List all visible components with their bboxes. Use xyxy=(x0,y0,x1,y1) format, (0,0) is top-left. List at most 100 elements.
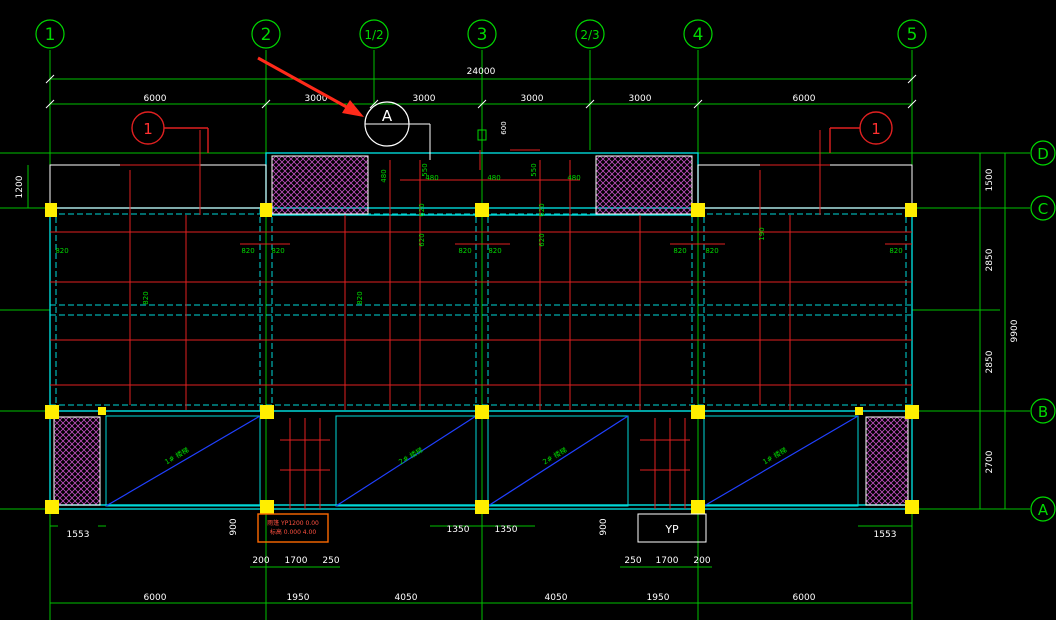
bubble-col-1-2 xyxy=(359,19,389,49)
beam-label-1: 820 xyxy=(241,247,254,255)
right-dimension-lines xyxy=(979,153,1006,509)
dim-bottom-1350-a: 1350 xyxy=(447,525,470,535)
shaft-bottom-right xyxy=(865,416,909,506)
stair-label-1: 1# 楼梯 xyxy=(163,445,190,466)
dim-side-900-right: 900 xyxy=(599,518,609,535)
column-bubbles xyxy=(35,19,1056,522)
beam-label-7: 820 xyxy=(889,247,902,255)
label-col-1-2: 1/2 xyxy=(364,28,383,42)
bubble-col-1 xyxy=(35,19,65,49)
beam-label-18: 620 xyxy=(418,233,426,246)
dim-side-900-left: 900 xyxy=(229,518,239,535)
dim-right-3: 2700 xyxy=(985,450,995,473)
dim-right-1: 2850 xyxy=(985,248,995,271)
beam-label-15: 480 xyxy=(567,174,580,182)
dim-bottom-200-b: 200 xyxy=(693,556,710,566)
beam-label-11: 480 xyxy=(487,174,500,182)
dim-top-1: 3000 xyxy=(305,94,328,104)
beam-label-12: 550 xyxy=(421,163,429,176)
dim-bottom-250-b: 250 xyxy=(624,556,641,566)
dim-bottom-6000-left: 6000 xyxy=(144,593,167,603)
dim-bottom-6000-right: 6000 xyxy=(793,593,816,603)
dim-overall-top: 24000 xyxy=(467,67,496,77)
label-row-A: A xyxy=(1038,501,1049,519)
dim-top-2: 3000 xyxy=(413,94,436,104)
dim-bottom-250-a: 250 xyxy=(322,556,339,566)
bubble-col-2-3 xyxy=(575,19,605,49)
detail-mark-label: A xyxy=(382,107,393,125)
yp-label: YP xyxy=(664,523,679,536)
dim-bottom-1553-right: 1553 xyxy=(874,530,897,540)
dim-bottom-1350-b: 1350 xyxy=(495,525,518,535)
beam-label-2: 820 xyxy=(271,247,284,255)
beam-labels: 820 820 820 820 820 820 820 820 820 820 … xyxy=(55,163,902,304)
beam-label-20: 190 xyxy=(758,227,766,240)
beam-label-6: 820 xyxy=(705,247,718,255)
section-mark-label-right: 1 xyxy=(871,120,881,138)
dim-left: 1200 xyxy=(15,175,25,198)
dim-bottom-4050-right: 4050 xyxy=(545,593,568,603)
beam-label-14: 480 xyxy=(380,169,388,182)
bubble-row-D xyxy=(1030,140,1056,166)
dim-bottom-1553-left: 1553 xyxy=(67,530,90,540)
dim-right-0: 1500 xyxy=(985,168,995,191)
bubble-col-4 xyxy=(683,19,713,49)
dim-overall-right: 9900 xyxy=(1010,319,1020,342)
bubble-row-C xyxy=(1030,195,1056,221)
boxed-note-line1: 雨篷 YP1200 0.00 xyxy=(267,519,319,527)
section-mark-label-left: 1 xyxy=(143,120,153,138)
boxed-note-line2: 标高 0.000 4.00 xyxy=(270,528,317,536)
yp-box xyxy=(637,513,707,543)
dim-top-0: 6000 xyxy=(144,94,167,104)
beam-label-16: 620 xyxy=(418,203,426,216)
label-col-4: 4 xyxy=(693,25,704,45)
balcony-outlines xyxy=(49,164,913,209)
stair-outlines xyxy=(105,415,859,507)
stair-label-2: 2# 楼梯 xyxy=(397,445,424,466)
beam-label-17: 620 xyxy=(538,203,546,216)
label-row-D: D xyxy=(1037,145,1049,163)
reinforcement-lines xyxy=(50,130,912,509)
top-dimension-ticks xyxy=(45,74,917,109)
label-row-C: C xyxy=(1038,200,1048,218)
shaft-bottom-left xyxy=(53,416,101,506)
dim-top-5: 6000 xyxy=(793,94,816,104)
structural-columns xyxy=(45,203,919,514)
hatched-shafts xyxy=(53,155,909,506)
stair-label-1b: 1# 楼梯 xyxy=(761,445,788,466)
dim-right-2: 2850 xyxy=(985,350,995,373)
dim-bottom-1950-right: 1950 xyxy=(647,593,670,603)
beam-label-3: 820 xyxy=(458,247,471,255)
beam-label-4: 820 xyxy=(488,247,501,255)
stair-diagonals xyxy=(105,415,859,507)
boxed-note-box xyxy=(257,513,329,543)
beam-label-10: 480 xyxy=(425,174,438,182)
red-arrow-annotation xyxy=(257,56,364,117)
bubble-row-B xyxy=(1030,398,1056,424)
shaft-top-right xyxy=(595,155,693,215)
dim-bottom-1700-b: 1700 xyxy=(656,556,679,566)
label-col-1: 1 xyxy=(45,25,56,45)
label-row-B: B xyxy=(1038,403,1048,421)
bubble-row-A xyxy=(1030,496,1056,522)
label-col-2: 2 xyxy=(261,25,272,45)
beam-label-5: 820 xyxy=(673,247,686,255)
column-bubble-labels: 1 2 1/2 3 2/3 4 5 D C B A xyxy=(45,25,1049,519)
label-col-2-3: 2/3 xyxy=(580,28,599,42)
beam-label-13: 550 xyxy=(530,163,538,176)
section-marks xyxy=(131,111,893,153)
bottom-dim-row1-boxes xyxy=(58,518,98,538)
dim-bottom-1700-a: 1700 xyxy=(285,556,308,566)
label-col-5: 5 xyxy=(907,25,918,45)
bubble-col-5 xyxy=(897,19,927,49)
dim-bottom-200-a: 200 xyxy=(252,556,269,566)
label-col-3: 3 xyxy=(477,25,488,45)
bubble-col-2 xyxy=(251,19,281,49)
dim-bottom-4050-left: 4050 xyxy=(395,593,418,603)
top-small-dim: 600 xyxy=(500,121,508,134)
dim-top-4: 3000 xyxy=(629,94,652,104)
dim-bottom-1950-left: 1950 xyxy=(287,593,310,603)
beam-label-19: 620 xyxy=(538,233,546,246)
beam-label-9: 820 xyxy=(356,291,364,304)
